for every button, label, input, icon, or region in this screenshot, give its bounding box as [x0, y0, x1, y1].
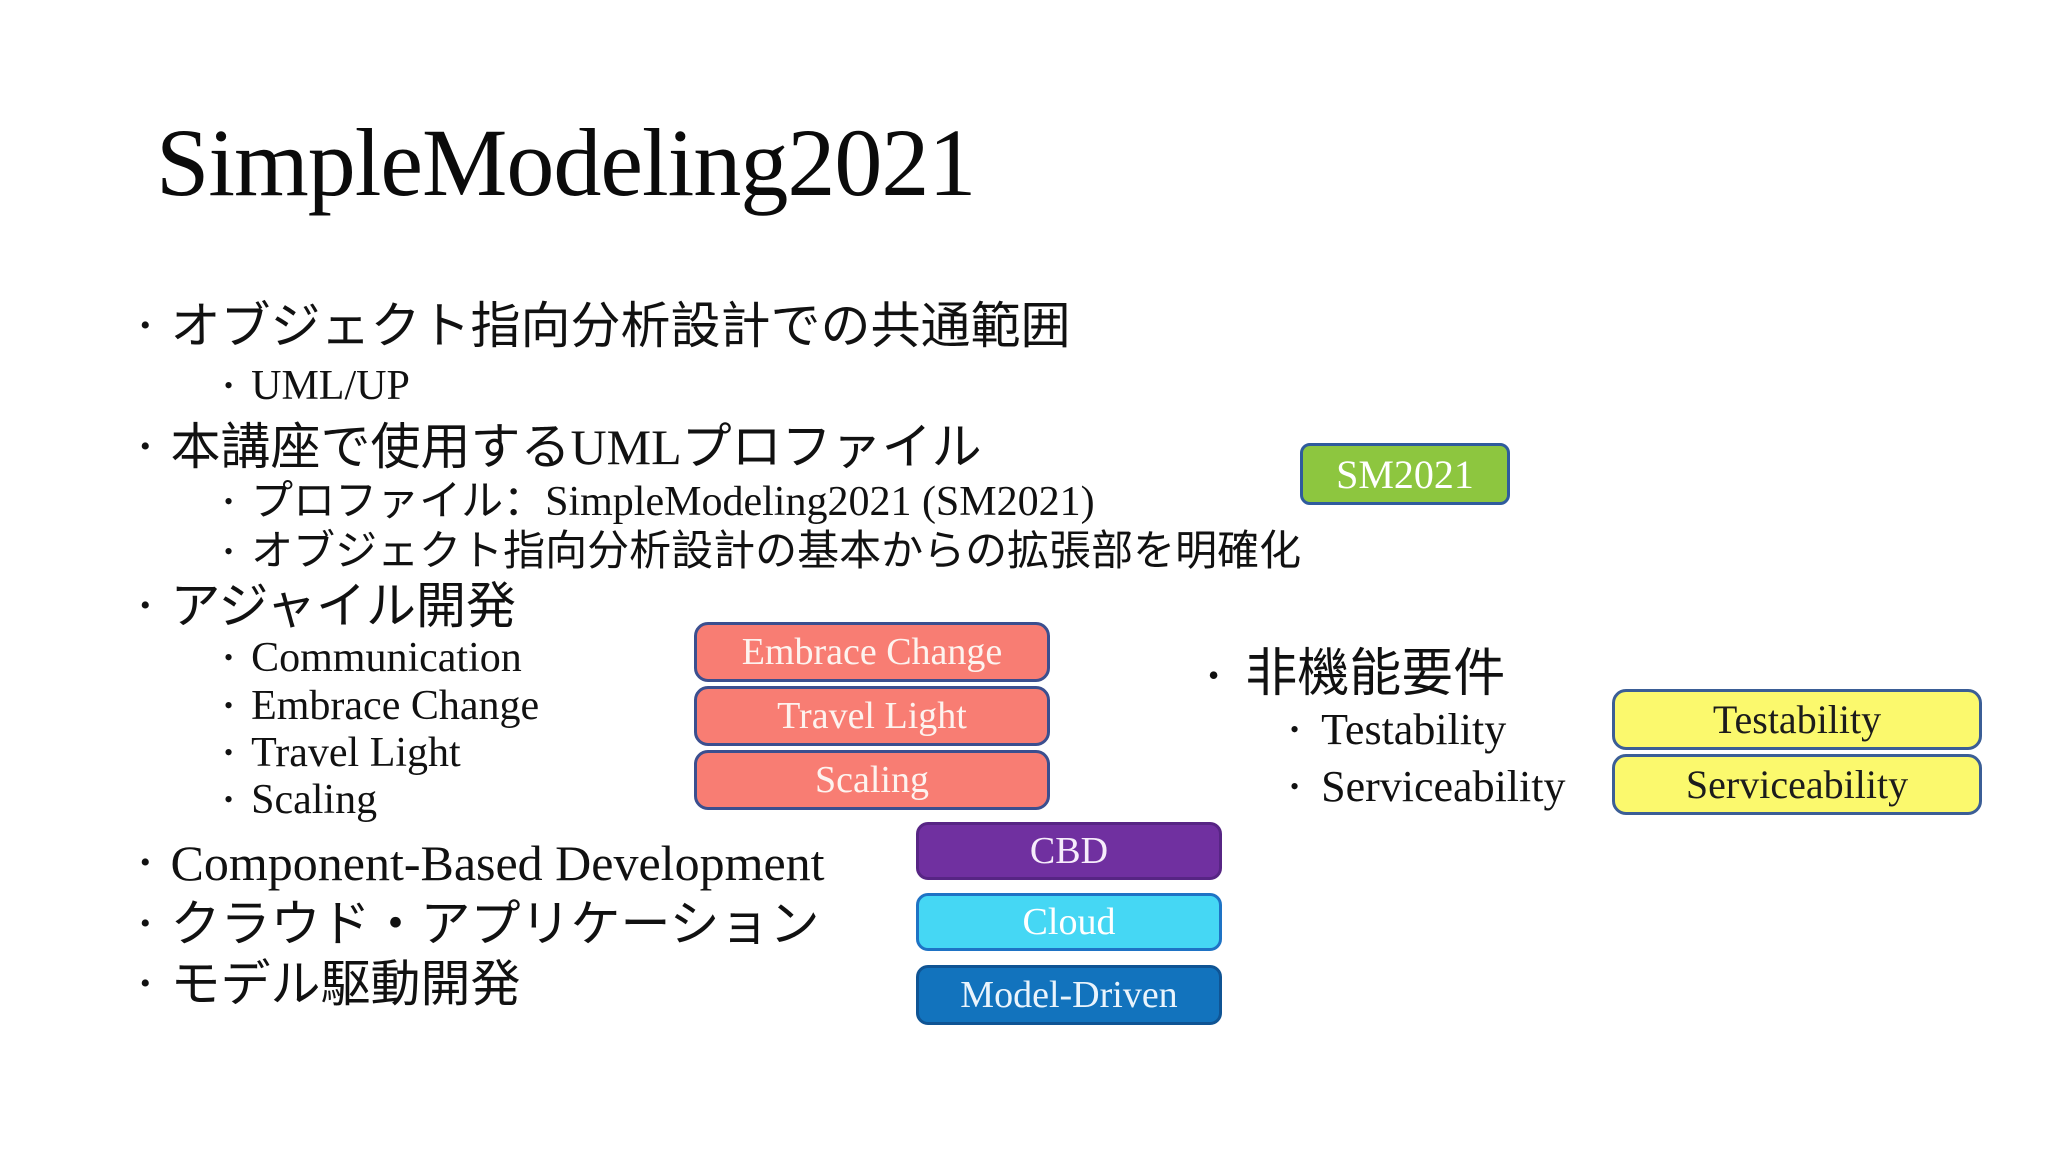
bullet-dot-icon: •	[140, 907, 151, 940]
badge-testability: Testability	[1612, 689, 1982, 750]
bullet-text: アジャイル開発	[170, 578, 517, 634]
bullet-item-extension-clarify: • オブジェクト指向分析設計の基本からの拡張部を明確化	[224, 526, 1301, 578]
bullet-text: クラウド・アプリケーション	[170, 896, 820, 952]
bullet-item-travel-light: • Travel Light	[224, 727, 461, 779]
bullet-dot-icon: •	[1208, 657, 1220, 693]
badge-embrace-change: Embrace Change	[694, 622, 1050, 682]
bullet-item-cloud-application: • クラウド・アプリケーション	[140, 893, 820, 955]
bullet-dot-icon: •	[224, 691, 234, 720]
bullet-item-communication: • Communication	[224, 632, 522, 684]
bullet-text: Embrace Change	[251, 683, 540, 729]
bullet-text: 本講座で使用するUMLプロファイル	[170, 419, 982, 475]
bullet-dot-icon: •	[224, 537, 234, 566]
bullet-item-scaling: • Scaling	[224, 774, 377, 826]
badge-cbd: CBD	[916, 822, 1222, 880]
bullet-item-nonfunctional-requirements: • 非機能要件	[1208, 642, 1505, 708]
bullet-dot-icon: •	[224, 487, 234, 516]
bullet-dot-icon: •	[140, 309, 151, 342]
bullet-text: 非機能要件	[1245, 646, 1506, 703]
bullet-text: オブジェクト指向分析設計での共通範囲	[170, 298, 1071, 354]
badge-serviceability: Serviceability	[1612, 754, 1982, 815]
badge-sm2021: SM2021	[1300, 443, 1510, 505]
bullet-dot-icon: •	[224, 785, 234, 814]
bullet-item-uml-up: • UML/UP	[224, 360, 410, 412]
bullet-text: Communication	[251, 635, 522, 681]
bullet-dot-icon: •	[224, 643, 234, 672]
bullet-dot-icon: •	[140, 967, 151, 1000]
bullet-item-common-scope: • オブジェクト指向分析設計での共通範囲	[140, 295, 1071, 357]
bullet-text: Serviceability	[1321, 762, 1566, 811]
badge-scaling: Scaling	[694, 750, 1050, 810]
bullet-item-cbd: • Component-Based Development	[140, 832, 825, 894]
bullet-dot-icon: •	[140, 589, 151, 622]
bullet-item-model-driven: • モデル駆動開発	[140, 953, 521, 1015]
bullet-dot-icon: •	[1290, 715, 1300, 744]
badge-cloud: Cloud	[916, 893, 1222, 951]
bullet-text: Testability	[1321, 705, 1507, 754]
bullet-text: Scaling	[251, 777, 378, 823]
bullet-text: UML/UP	[251, 363, 410, 409]
bullet-dot-icon: •	[140, 846, 151, 879]
bullet-item-uml-profile: • 本講座で使用するUMLプロファイル	[140, 416, 982, 478]
bullet-item-serviceability: • Serviceability	[1290, 760, 1565, 814]
bullet-dot-icon: •	[224, 738, 234, 767]
bullet-dot-icon: •	[1290, 772, 1300, 801]
bullet-text: オブジェクト指向分析設計の基本からの拡張部を明確化	[251, 529, 1302, 575]
bullet-text: Travel Light	[251, 730, 461, 776]
bullet-text: プロファイル：SimpleModeling2021 (SM2021)	[251, 479, 1095, 525]
bullet-item-testability: • Testability	[1290, 703, 1506, 757]
slide-title: SimpleModeling2021	[156, 109, 976, 216]
bullet-item-profile-sm2021: • プロファイル：SimpleModeling2021 (SM2021)	[224, 476, 1095, 528]
badge-travel-light: Travel Light	[694, 686, 1050, 746]
badge-model-driven: Model-Driven	[916, 965, 1222, 1025]
bullet-text: モデル駆動開発	[170, 956, 521, 1012]
bullet-dot-icon: •	[140, 430, 151, 463]
bullet-item-agile: • アジャイル開発	[140, 575, 516, 637]
bullet-item-embrace-change: • Embrace Change	[224, 680, 539, 732]
bullet-text: Component-Based Development	[170, 835, 825, 891]
bullet-dot-icon: •	[224, 371, 234, 400]
